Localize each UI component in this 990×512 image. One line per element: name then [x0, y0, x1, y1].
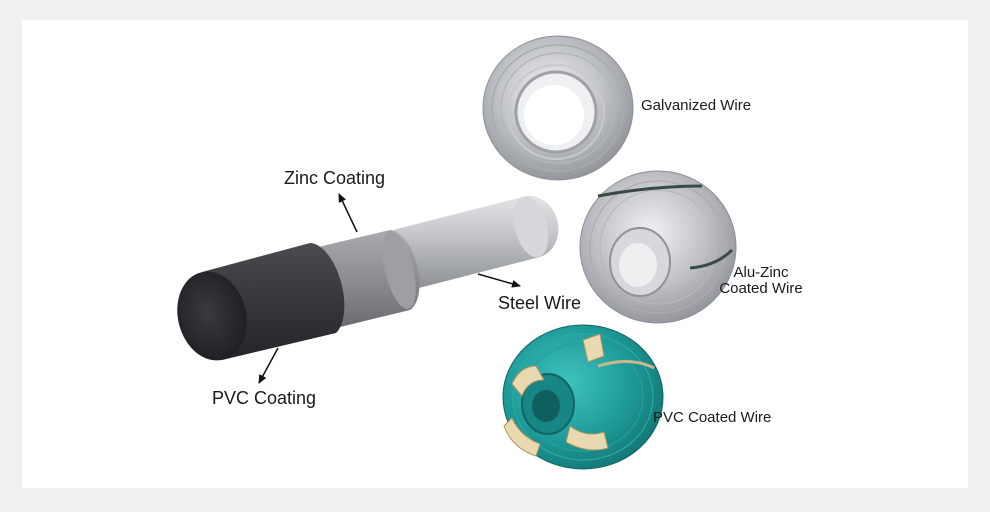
label-alu-zinc-line2: Coated Wire: [719, 279, 803, 297]
label-alu-zinc-coated-wire: Alu-Zinc Coated Wire: [712, 265, 810, 297]
pvc-green-coil: [502, 324, 664, 470]
pvc-layer-face: [177, 271, 247, 361]
zinc-layer-end: [382, 231, 416, 309]
label-zinc-coating: Zinc Coating: [284, 168, 386, 188]
label-pvc-coated-wire: PVC Coated Wire: [653, 409, 772, 426]
label-galvanized-wire: Galvanized Wire: [641, 97, 752, 114]
arrow-zinc: [338, 193, 358, 233]
arrow-steel: [477, 273, 521, 288]
steel-core-end: [513, 196, 549, 258]
pointer-arrows: [258, 193, 521, 384]
cable-illustration: [177, 195, 559, 361]
arrow-pvc: [258, 347, 279, 384]
label-alu-zinc-line1: Alu-Zinc: [733, 264, 789, 281]
alu-zinc-coil: [579, 170, 737, 324]
label-pvc-coating: PVC Coating: [212, 388, 317, 408]
galvanized-coil: [482, 35, 634, 181]
label-steel-wire: Steel Wire: [498, 293, 582, 313]
